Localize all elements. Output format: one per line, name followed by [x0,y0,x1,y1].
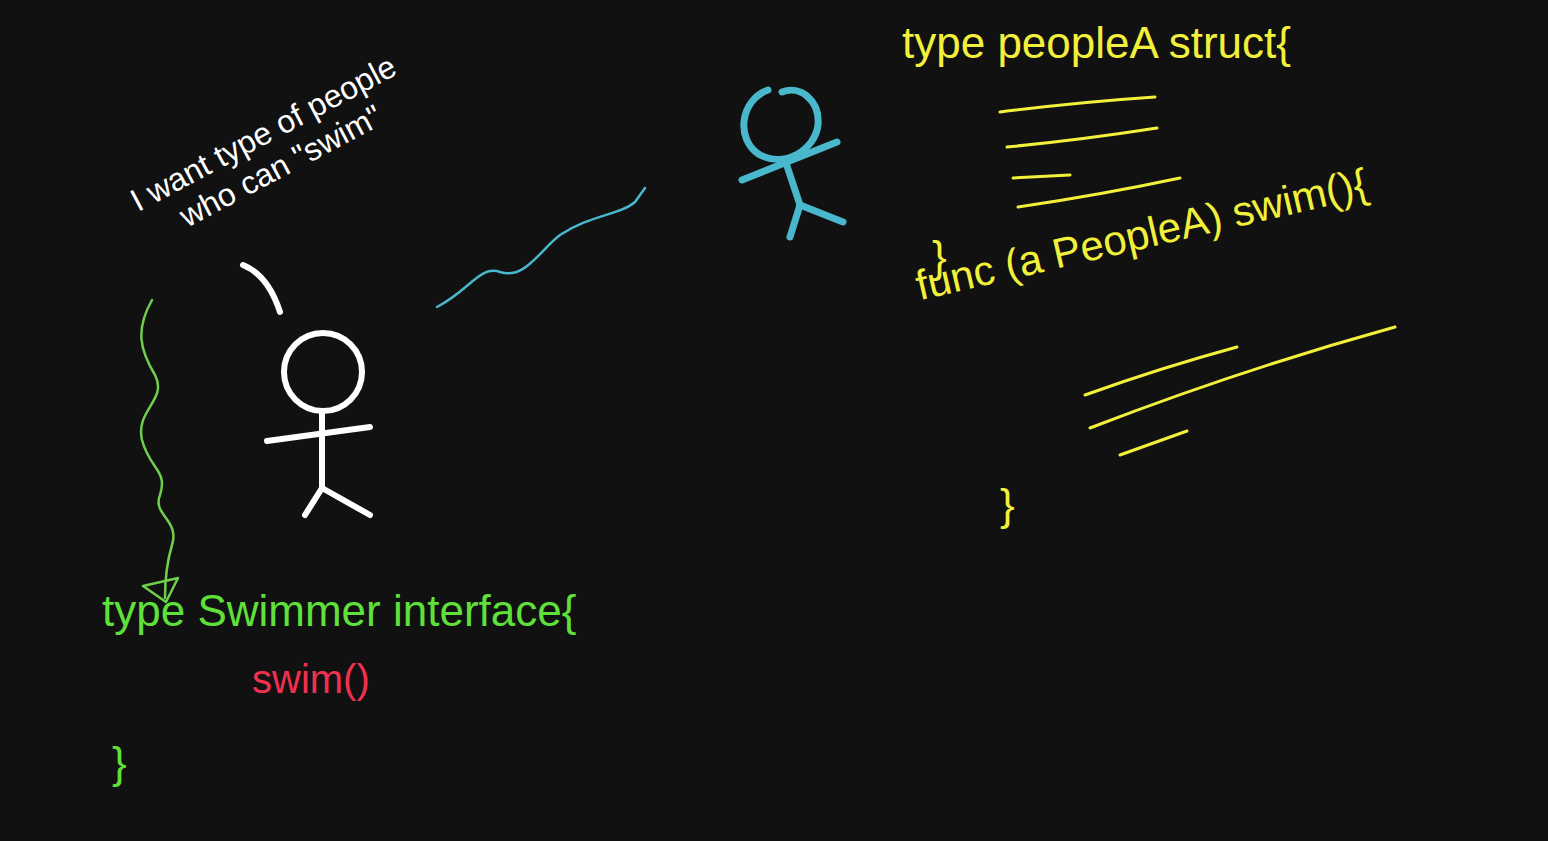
closing-brace: } [1000,480,1015,531]
scribble-line [1120,431,1187,455]
figure-leg [305,488,322,515]
scribble-line [1090,327,1395,428]
method-code: func (a PeopleA) swim(){ [911,159,1372,310]
figure-head [744,90,818,159]
blue-stick-figure [742,90,843,237]
arrow-shaft [141,300,173,598]
blue-wave [437,188,645,307]
figure-leg [800,205,843,222]
green-wavy-arrow [141,300,178,602]
scribble-line [1013,175,1070,178]
white-stick-figure [243,265,370,515]
scribble-line [1000,97,1155,112]
figure-arms [742,142,837,180]
scribble-line [1007,128,1157,147]
figure-head [284,333,362,411]
figure-body [785,160,800,205]
figure-body [319,412,325,488]
motion-arc [243,265,280,312]
method-signature: swim() [252,656,370,702]
scribble-line [1085,347,1237,395]
figure-leg [322,488,370,515]
scribble-line [1018,178,1180,207]
struct-code: type peopleA struct{ [902,18,1291,69]
closing-brace: } [112,738,127,789]
note-text: I want type of people who can "swim" [109,40,435,260]
figure-leg [790,205,800,237]
figure-arms [267,427,370,441]
interface-code: type Swimmer interface{ [102,586,576,637]
